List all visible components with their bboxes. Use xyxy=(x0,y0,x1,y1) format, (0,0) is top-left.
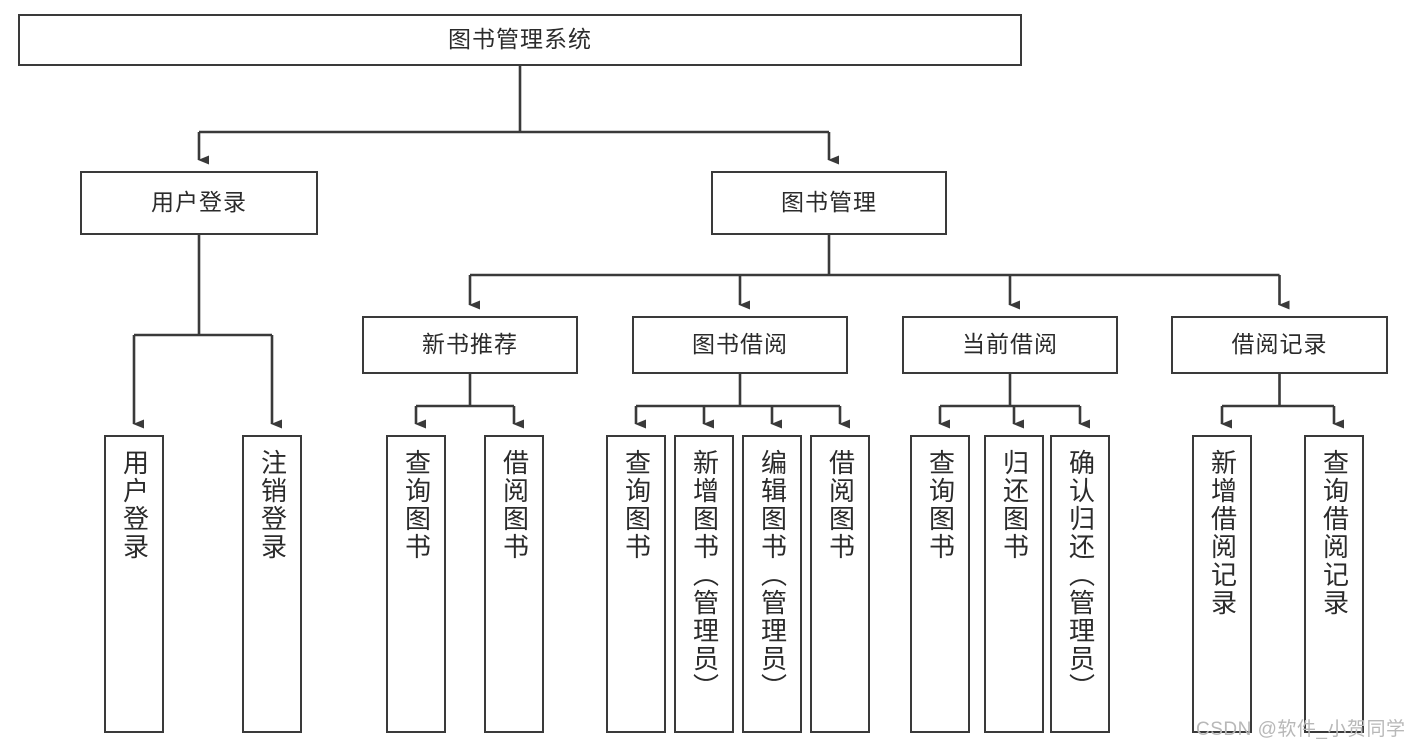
node-label-leaf-query-book-borrow: 查询图书 xyxy=(621,449,652,561)
node-label-root: 图书管理系统 xyxy=(448,26,592,53)
node-leaf-add-book[interactable]: 新增图书（管理员） xyxy=(674,435,734,733)
node-label-leaf-query-book-current: 查询图书 xyxy=(925,449,956,561)
node-leaf-edit-book[interactable]: 编辑图书（管理员） xyxy=(742,435,802,733)
node-leaf-return-book[interactable]: 归还图书 xyxy=(984,435,1044,733)
node-book-borrow[interactable]: 图书借阅 xyxy=(632,316,848,374)
node-label-leaf-confirm-return: 确认归还（管理员） xyxy=(1065,449,1096,701)
node-leaf-query-borrow-record[interactable]: 查询借阅记录 xyxy=(1304,435,1364,733)
node-label-leaf-add-borrow-record: 新增借阅记录 xyxy=(1207,449,1238,617)
node-label-leaf-user-logout: 注销登录 xyxy=(257,449,288,561)
node-leaf-query-book-current[interactable]: 查询图书 xyxy=(910,435,970,733)
node-label-leaf-borrow-book-recommend: 借阅图书 xyxy=(499,449,530,561)
node-label-leaf-return-book: 归还图书 xyxy=(999,449,1030,561)
node-label-borrow-record: 借阅记录 xyxy=(1231,331,1328,358)
node-label-new-book-recommend: 新书推荐 xyxy=(422,331,518,358)
node-label-leaf-edit-book: 编辑图书（管理员） xyxy=(757,449,788,701)
node-label-leaf-user-login: 用户登录 xyxy=(119,449,150,561)
node-label-leaf-add-book: 新增图书（管理员） xyxy=(689,449,720,701)
node-leaf-borrow-book[interactable]: 借阅图书 xyxy=(810,435,870,733)
node-leaf-user-logout[interactable]: 注销登录 xyxy=(242,435,302,733)
node-root[interactable]: 图书管理系统 xyxy=(18,14,1022,66)
node-leaf-query-book-recommend[interactable]: 查询图书 xyxy=(386,435,446,733)
watermark-label: CSDN @软件_小贺同学 xyxy=(1196,719,1405,740)
node-label-current-borrow: 当前借阅 xyxy=(962,331,1058,358)
node-label-leaf-query-borrow-record: 查询借阅记录 xyxy=(1319,449,1350,617)
node-label-book-management: 图书管理 xyxy=(781,189,877,216)
node-label-leaf-borrow-book: 借阅图书 xyxy=(825,449,856,561)
node-leaf-user-login[interactable]: 用户登录 xyxy=(104,435,164,733)
node-new-book-recommend[interactable]: 新书推荐 xyxy=(362,316,578,374)
node-leaf-borrow-book-recommend[interactable]: 借阅图书 xyxy=(484,435,544,733)
node-borrow-record[interactable]: 借阅记录 xyxy=(1171,316,1388,374)
node-current-borrow[interactable]: 当前借阅 xyxy=(902,316,1118,374)
node-label-leaf-query-book-recommend: 查询图书 xyxy=(401,449,432,561)
node-leaf-query-book-borrow[interactable]: 查询图书 xyxy=(606,435,666,733)
node-user-login[interactable]: 用户登录 xyxy=(80,171,318,235)
node-label-user-login: 用户登录 xyxy=(151,189,247,216)
node-label-book-borrow: 图书借阅 xyxy=(692,331,788,358)
node-leaf-confirm-return[interactable]: 确认归还（管理员） xyxy=(1050,435,1110,733)
node-leaf-add-borrow-record[interactable]: 新增借阅记录 xyxy=(1192,435,1252,733)
node-book-management[interactable]: 图书管理 xyxy=(711,171,947,235)
